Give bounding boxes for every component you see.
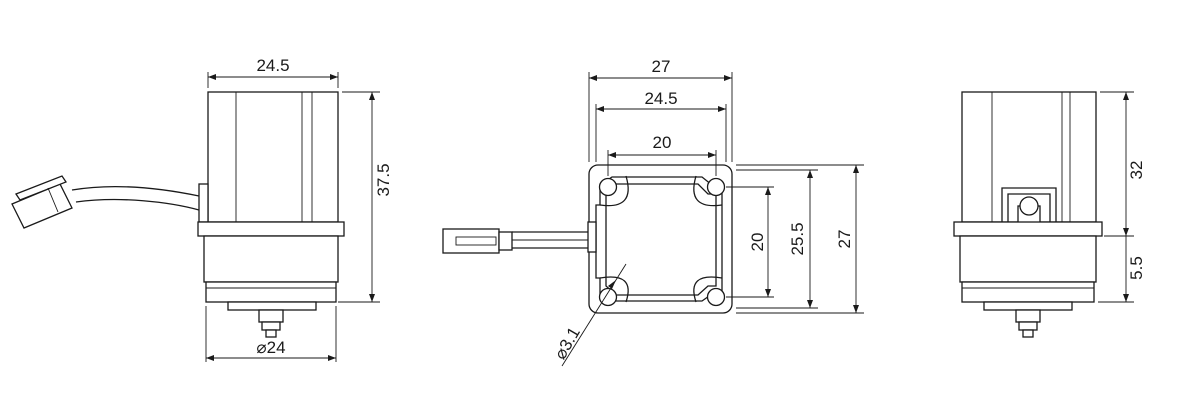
dim-front-outer-height: 27 — [835, 230, 854, 249]
right-view: 32 5.5 — [953, 91, 1146, 338]
left-cable-bracket — [198, 183, 209, 223]
left-flange — [197, 221, 345, 237]
right-shaft — [1015, 309, 1041, 323]
right-cable-frame-inner — [1007, 193, 1051, 222]
hole-bl — [598, 287, 618, 307]
right-shaft-end — [1022, 329, 1034, 338]
left-cable-upper — [71, 186, 200, 197]
right-flange — [953, 221, 1103, 237]
hole-tl — [598, 177, 618, 197]
front-cable-exit — [587, 221, 597, 253]
front-relief-tl — [599, 175, 629, 207]
dim-right-base-height: 5.5 — [1127, 256, 1146, 280]
front-mount-holes — [598, 177, 726, 307]
right-lower-housing — [959, 235, 1097, 283]
left-lower-housing — [203, 235, 339, 283]
dim-left-height: 37.5 — [374, 163, 393, 196]
hole-br — [706, 287, 726, 307]
left-shaft-tip — [261, 321, 281, 331]
front-relief-tr — [693, 175, 723, 207]
left-bottom-plate — [227, 301, 317, 311]
right-shaft-tip — [1018, 321, 1038, 331]
left-view: 24.5 37.5 ⌀24 — [11, 56, 393, 362]
dim-front-hole-dia: ⌀3.1 — [551, 324, 584, 363]
dim-front-hole-pitch-y: 20 — [748, 233, 767, 252]
front-connector — [442, 228, 500, 254]
hole-tr — [706, 177, 726, 197]
dim-left-bottom-dia: ⌀24 — [256, 338, 285, 357]
left-connector — [11, 175, 73, 229]
dim-front-inner-width: 24.5 — [644, 89, 677, 108]
right-cable-end — [1019, 196, 1039, 216]
front-relief-br — [693, 276, 723, 303]
left-cable-lower — [75, 198, 200, 211]
left-shaft-end — [265, 329, 277, 338]
dim-front-inner-height: 25.5 — [788, 222, 807, 255]
right-ring — [961, 281, 1095, 303]
front-connector-neck — [498, 231, 513, 251]
front-relief-bl — [599, 276, 629, 303]
left-ring — [205, 281, 337, 303]
left-body — [207, 91, 339, 223]
front-connector-slot — [455, 236, 497, 246]
dim-right-body-height: 32 — [1127, 161, 1146, 180]
right-bottom-plate — [983, 301, 1073, 311]
dim-front-outer-width: 27 — [652, 57, 671, 76]
dim-front-hole-pitch-x: 20 — [653, 133, 672, 152]
dim-left-top-width: 24.5 — [256, 56, 289, 75]
left-shaft — [258, 309, 284, 323]
front-view: 27 24.5 20 20 25.5 27 — [442, 57, 864, 367]
